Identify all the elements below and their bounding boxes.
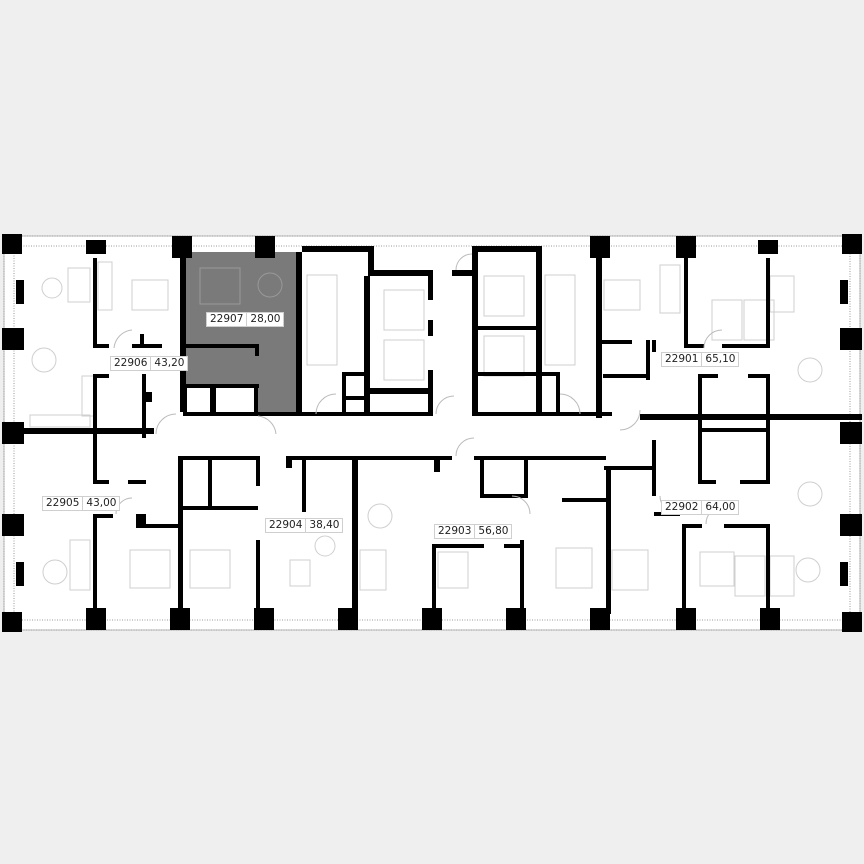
apartment-number: 22906	[111, 357, 152, 370]
apartment-number: 22904	[266, 519, 307, 532]
apartment-label-22901[interactable]: 22901 65,10	[661, 352, 740, 367]
apartment-area: 56,80	[478, 525, 509, 537]
apartment-number: 22903	[435, 525, 476, 538]
apartment-label-22902[interactable]: 22902 64,00	[661, 500, 740, 515]
walls	[2, 234, 862, 632]
apartment-number: 22901	[662, 353, 703, 366]
apartment-22907-highlight[interactable]	[185, 252, 300, 416]
apartment-label-22904[interactable]: 22904 38,40	[265, 518, 344, 533]
apartment-area: 43,00	[86, 497, 117, 509]
apartment-number: 22905	[43, 497, 84, 510]
apartment-number: 22902	[662, 501, 703, 514]
apartment-number: 22907	[207, 313, 248, 326]
apartment-area: 38,40	[309, 519, 340, 531]
apartment-area: 65,10	[705, 353, 736, 365]
apartment-area: 64,00	[705, 501, 736, 513]
apartment-label-22907[interactable]: 22907 28,00	[206, 312, 285, 327]
apartment-area: 43,20	[154, 357, 185, 369]
apartment-label-22906[interactable]: 22906 43,20	[110, 356, 189, 371]
apartment-label-22903[interactable]: 22903 56,80	[434, 524, 513, 539]
apartment-label-22905[interactable]: 22905 43,00	[42, 496, 121, 511]
apartment-area: 28,00	[250, 313, 281, 325]
furniture	[29, 261, 823, 597]
